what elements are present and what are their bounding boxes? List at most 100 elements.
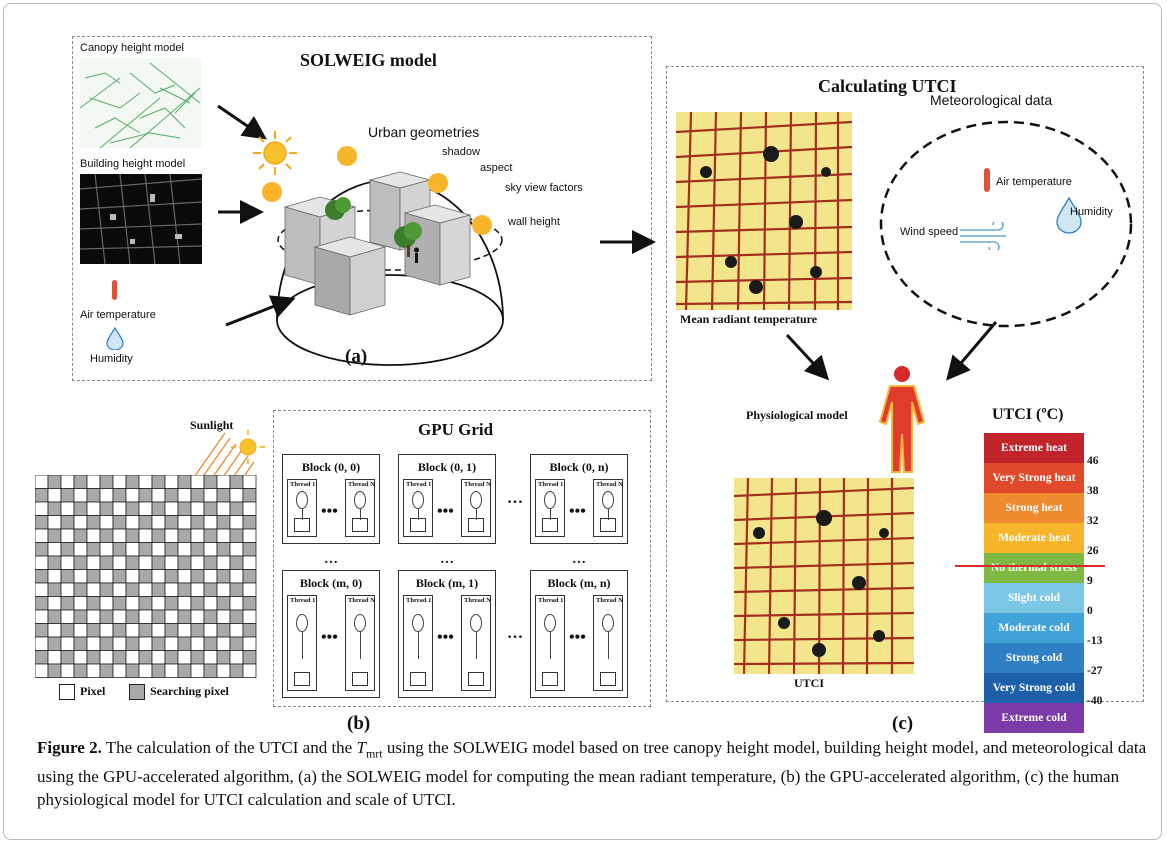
thread: Thread 1 xyxy=(287,595,317,691)
pixel xyxy=(229,650,244,665)
pixel xyxy=(216,609,231,624)
sky-view-factors-label: sky view factors xyxy=(505,182,583,194)
searching-pixel xyxy=(190,650,205,665)
searching-pixel xyxy=(216,488,231,503)
threshold-line xyxy=(955,565,1105,567)
pixel xyxy=(203,542,218,557)
searching-pixel xyxy=(229,636,244,651)
searching-pixel xyxy=(35,569,49,584)
thread-label: Thread N xyxy=(464,481,491,488)
thread-label: Thread 1 xyxy=(290,597,316,604)
thread: Thread N xyxy=(593,595,623,691)
pixel xyxy=(216,582,231,597)
horizontal-ellipsis: … xyxy=(507,625,523,642)
pixel xyxy=(229,569,244,584)
searching-pixel xyxy=(99,528,114,543)
pixel xyxy=(99,569,114,584)
block-title: Block (0, n) xyxy=(549,460,609,474)
gpu-block: Block (m, n) Thread 1 ••• Thread N xyxy=(530,570,628,698)
searching-pixel xyxy=(35,515,49,530)
searching-pixel xyxy=(60,650,75,665)
pixel xyxy=(229,515,244,530)
searching-pixel xyxy=(86,488,101,503)
searching-pixel xyxy=(203,582,218,597)
searching-pixel xyxy=(112,623,127,638)
pixel xyxy=(47,488,62,503)
mean-radiant-temperature-map xyxy=(676,112,852,310)
searching-pixel xyxy=(99,663,114,678)
pixel xyxy=(112,663,127,678)
utci-band: Extreme heat xyxy=(984,433,1084,463)
pixel xyxy=(177,542,192,557)
thread-label: Thread N xyxy=(348,597,375,604)
pixel xyxy=(177,623,192,638)
gpu-block: Block (m, 1) Thread 1 ••• Thread N xyxy=(398,570,496,698)
figure-frame xyxy=(3,3,1162,840)
searching-pixel xyxy=(190,596,205,611)
searching-pixel xyxy=(216,596,231,611)
horizontal-ellipsis: … xyxy=(507,490,523,507)
pixel xyxy=(242,636,257,651)
gpu-grid-box xyxy=(273,410,651,707)
pixel xyxy=(47,650,62,665)
utci-map xyxy=(734,478,914,674)
building-label: Building height model xyxy=(80,158,186,170)
searching-pixel xyxy=(203,636,218,651)
searching-pixel xyxy=(151,528,166,543)
humidity-drop-icon xyxy=(106,326,124,350)
wall-height-label: wall height xyxy=(508,216,560,228)
pixel xyxy=(242,663,257,678)
block-title: Block (m, 1) xyxy=(415,576,479,590)
pixel xyxy=(177,569,192,584)
gpu-block: Block (0, n) Thread 1 ••• Thread N xyxy=(530,454,628,544)
searching-pixel xyxy=(60,515,75,530)
searching-pixel xyxy=(242,623,257,638)
pixel xyxy=(216,555,231,570)
sun-dot xyxy=(428,173,448,193)
gpu-block: Block (m, 0) Thread 1 ••• Thread N xyxy=(282,570,380,698)
searching-pixel xyxy=(138,542,153,557)
urban-geometries-label: Urban geometries xyxy=(368,124,480,140)
utci-map-label: UTCI xyxy=(794,676,825,690)
pixel xyxy=(164,582,179,597)
searching-pixel xyxy=(177,636,192,651)
pixel xyxy=(138,528,153,543)
pixel xyxy=(164,475,179,489)
pixel xyxy=(203,596,218,611)
vertical-ellipsis: … xyxy=(324,552,338,567)
utci-tick-label: 46 xyxy=(1087,455,1099,467)
sunlight-label: Sunlight xyxy=(190,418,234,432)
pixel xyxy=(216,475,231,489)
thread: Thread N xyxy=(345,479,375,537)
pixel xyxy=(151,623,166,638)
thermometer-icon xyxy=(984,168,990,192)
pixel xyxy=(73,515,88,530)
pixel xyxy=(125,623,140,638)
pixel xyxy=(242,582,257,597)
searching-pixel xyxy=(203,555,218,570)
pixel xyxy=(73,542,88,557)
pixel xyxy=(177,515,192,530)
searching-pixel xyxy=(138,488,153,503)
aspect-label: aspect xyxy=(480,162,513,174)
pixel xyxy=(190,636,205,651)
sun-dot xyxy=(337,146,357,166)
searching-pixel xyxy=(229,528,244,543)
pixel xyxy=(229,488,244,503)
pixel xyxy=(60,663,75,678)
searching-pixel xyxy=(35,596,49,611)
pixel xyxy=(242,475,257,489)
searching-pixel xyxy=(125,663,140,678)
pixel xyxy=(35,555,49,570)
searching-pixel xyxy=(229,582,244,597)
caption-label: Figure 2. xyxy=(37,738,102,757)
searching-pixel xyxy=(73,636,88,651)
searching-pixel xyxy=(164,596,179,611)
pixel xyxy=(86,555,101,570)
pixel xyxy=(99,488,114,503)
pixel xyxy=(177,650,192,665)
pixel xyxy=(86,609,101,624)
caption-text: using the SOLWEIG model based on tree ca… xyxy=(37,738,1147,810)
searching-pixel xyxy=(229,555,244,570)
pixel xyxy=(164,663,179,678)
